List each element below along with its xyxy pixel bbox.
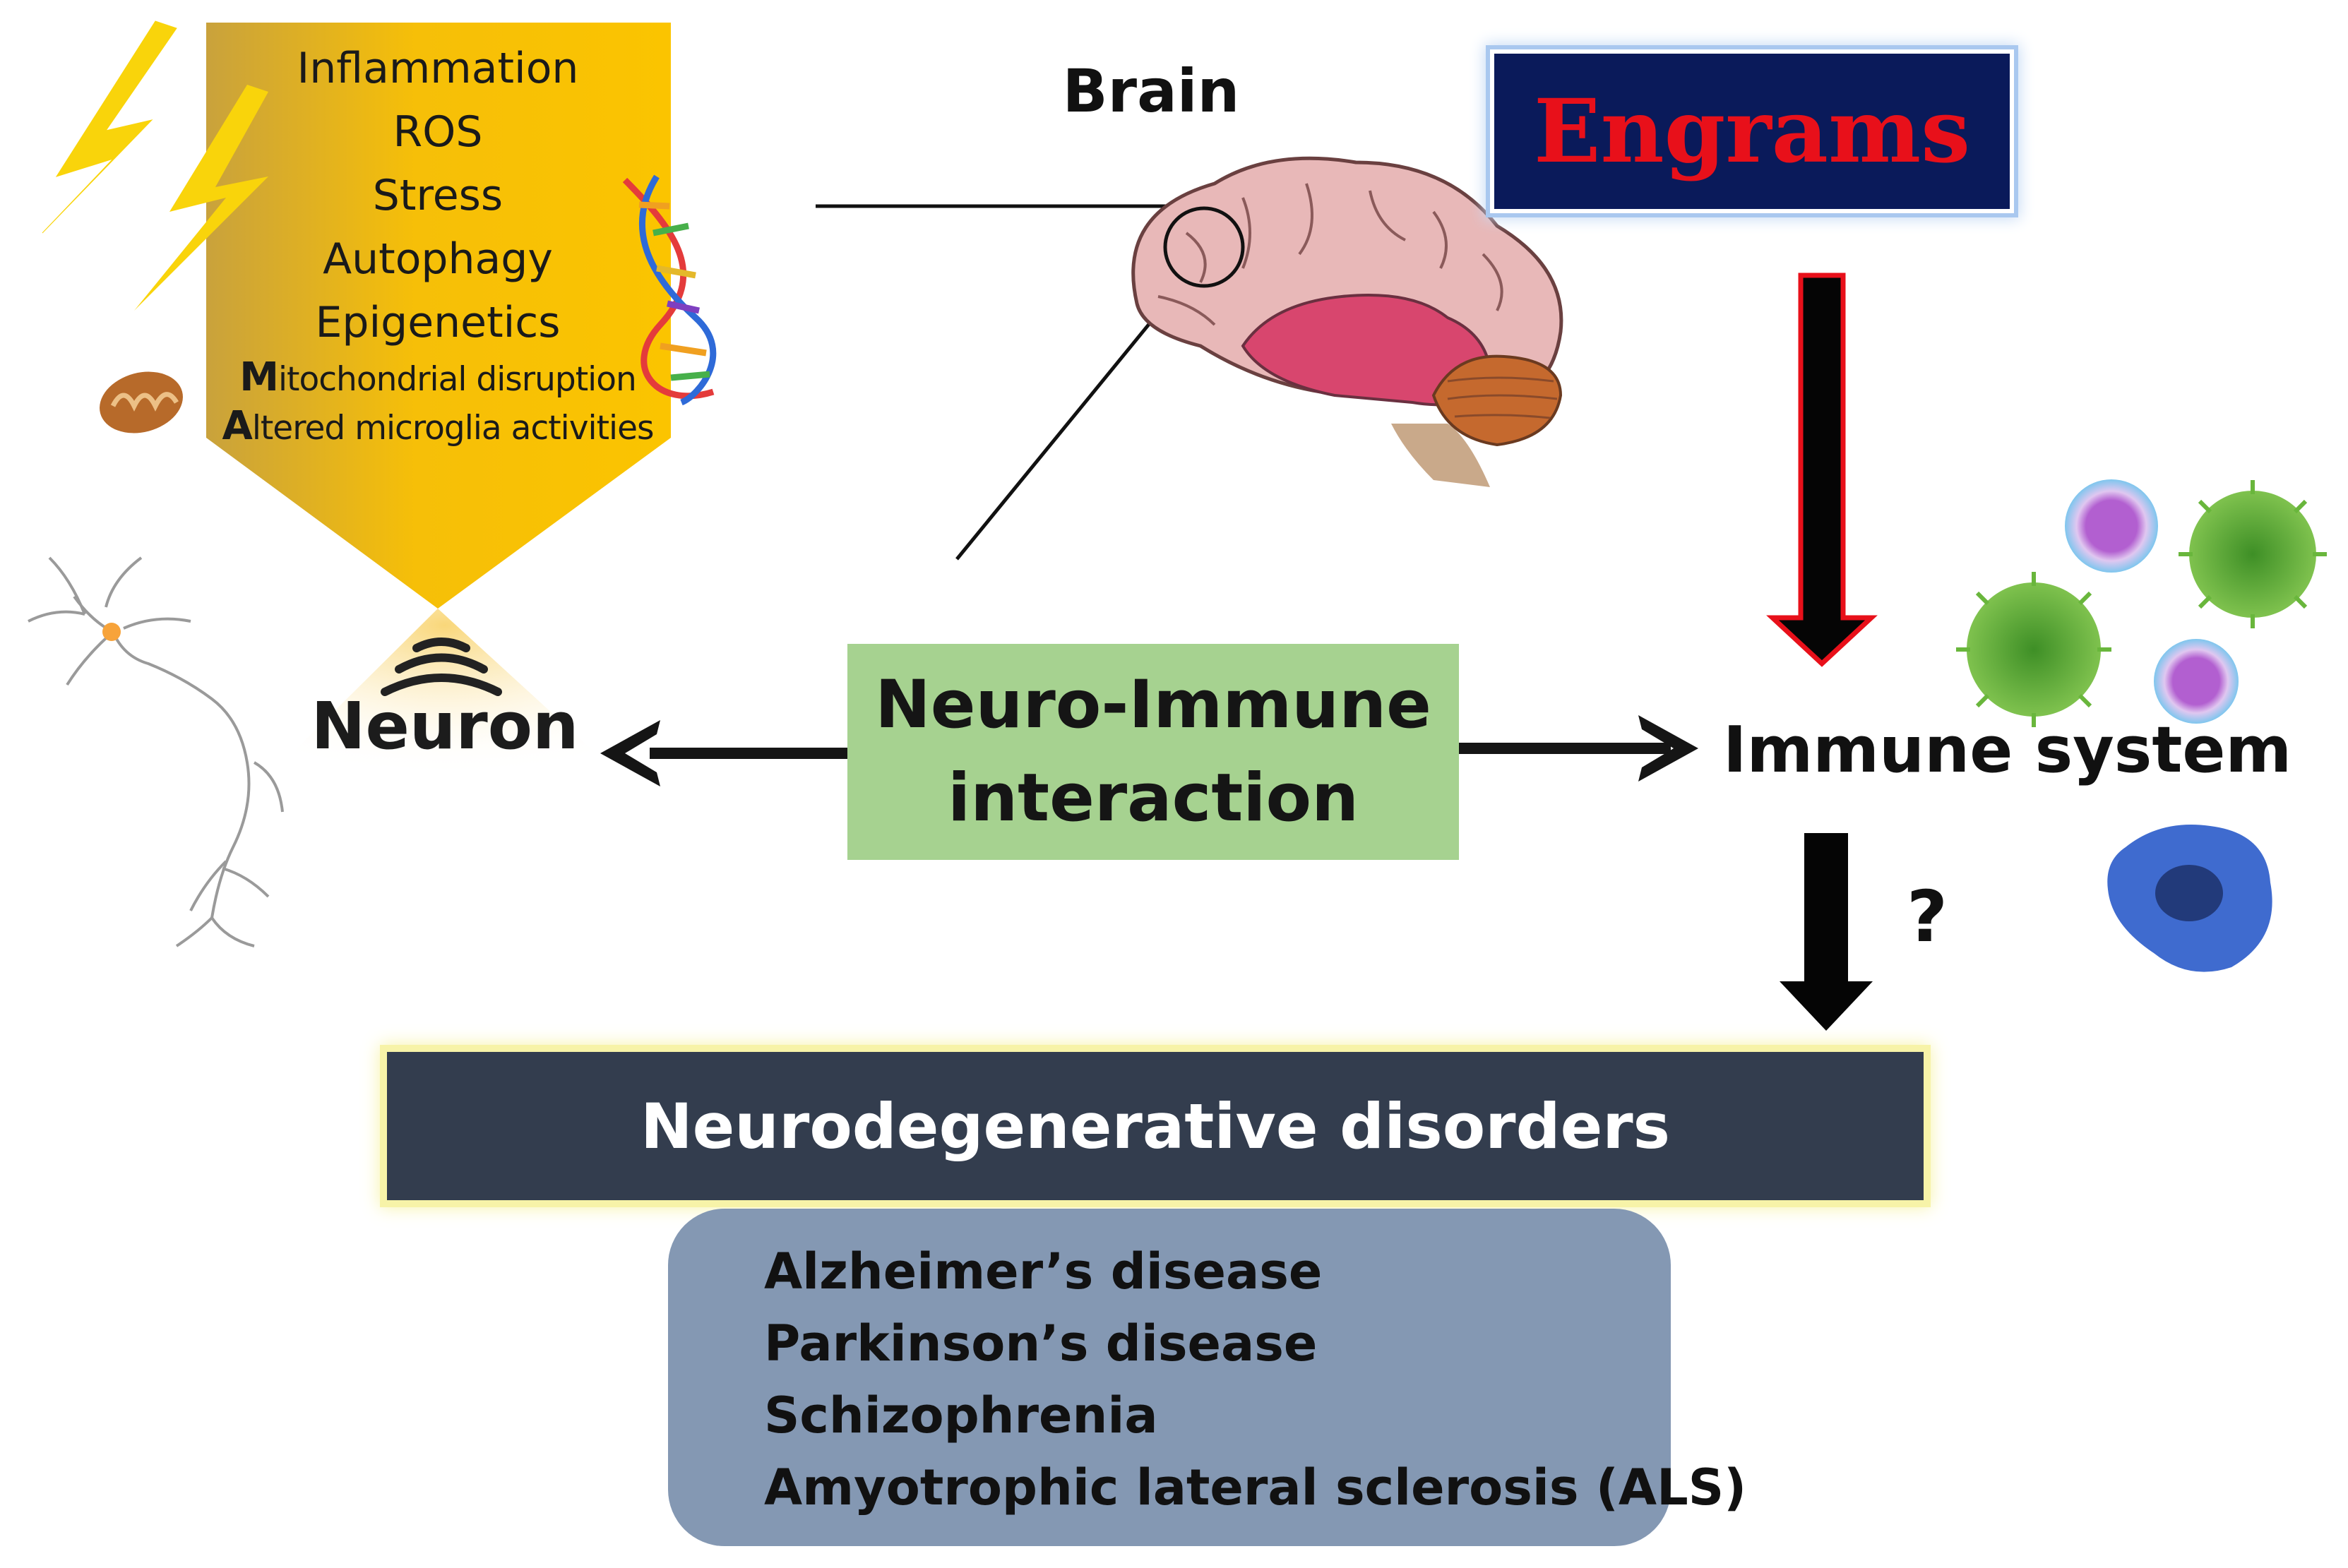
neuron-nucleus: [102, 623, 121, 641]
engrams-label: Engrams: [1533, 80, 1971, 183]
dna-helix-icon: [622, 174, 717, 406]
lightning-icon: [42, 20, 268, 311]
factor-altered-microglia: Altered microglia activities: [222, 403, 654, 449]
signal-wave-icon: [381, 638, 502, 696]
factor-inflammation: Inflammation: [297, 44, 579, 93]
interaction-line-1: Neuro-Immune: [875, 666, 1431, 743]
arrow-to-neuron-icon: [600, 720, 849, 786]
disorders-title: Neurodegenerative disorders: [640, 1089, 1671, 1163]
neuron-icon: [28, 556, 284, 947]
disease-item: Amyotrophic lateral sclerosis (ALS): [764, 1459, 1747, 1516]
disease-item: Parkinson’s disease: [764, 1315, 1318, 1372]
risk-factor-panel: [206, 23, 671, 609]
neuron-label: Neuron: [311, 688, 579, 764]
disease-list-panel: Alzheimer’s disease Parkinson’s disease …: [668, 1209, 1746, 1546]
brain-icon: [1131, 156, 1563, 487]
factor-mitochondrial-disruption: Mitochondrial disruption: [239, 354, 637, 400]
factor-ros: ROS: [393, 107, 483, 157]
risk-factor-list: Inflammation ROS Stress Autophagy Epigen…: [212, 37, 664, 452]
factor-autophagy: Autophagy: [323, 234, 553, 284]
factor-epigenetics: Epigenetics: [315, 298, 561, 347]
neurodegenerative-disorders-banner: Neurodegenerative disorders: [387, 1052, 1924, 1200]
engram-arrow-icon: [1766, 273, 1878, 667]
engrams-box: Engrams: [1490, 49, 2014, 213]
factor-stress: Stress: [372, 171, 503, 220]
mitochondrion-icon: [100, 371, 183, 433]
disease-item: Alzheimer’s disease: [764, 1243, 1323, 1300]
brain-label: Brain: [1062, 56, 1240, 126]
immune-system-label: Immune system: [1723, 713, 2292, 787]
immune-cell-icon: [2065, 479, 2239, 724]
interaction-line-2: interaction: [948, 760, 1359, 837]
neuro-immune-interaction-box: Neuro-Immune interaction: [847, 644, 1459, 860]
arrow-to-immune-icon: [1459, 715, 1698, 782]
disease-item: Schizophrenia: [764, 1387, 1158, 1444]
macrophage-icon: [2107, 825, 2272, 972]
neuron-glow: [268, 609, 621, 777]
question-mark: ?: [1907, 875, 1948, 958]
virus-icon: [1956, 480, 2327, 727]
arrow-to-disorders-icon: [1780, 833, 1873, 1031]
